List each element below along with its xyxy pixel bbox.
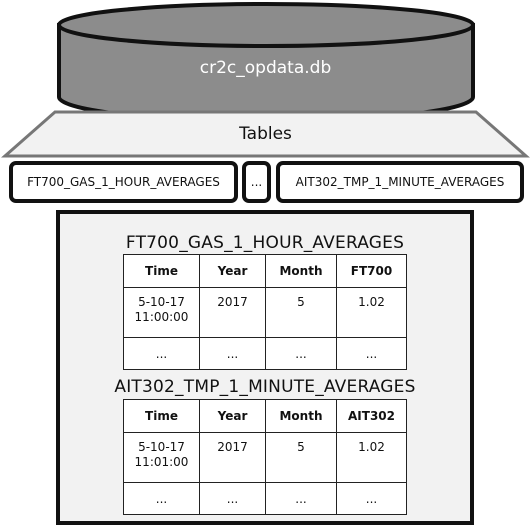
table-row: 5-10-17 11:01:00 2017 5 1.02 [123,432,407,483]
table-row: ... ... ... ... [123,337,407,370]
column-header: Time [123,254,200,288]
table-header-row: Time Year Month AIT302 [123,399,407,433]
table-cell: 1.02 [336,287,407,338]
column-header: Month [265,399,337,433]
table-box-ait302: AIT302_TMP_1_MINUTE_AVERAGES [276,161,524,203]
table-cell: 5-10-17 11:01:00 [123,432,200,483]
table-box-label: ... [250,175,263,189]
table-box-label: AIT302_TMP_1_MINUTE_AVERAGES [295,175,505,189]
data-table-ait302: Time Year Month AIT302 5-10-17 11:01:00 … [123,399,407,515]
table-box-ellipsis: ... [242,161,271,203]
table-cell: 2017 [199,287,266,338]
tables-tray [1,110,530,158]
table-cell: 5 [265,432,337,483]
table-cell: 5-10-17 11:00:00 [123,287,200,338]
column-header: FT700 [336,254,407,288]
table-row: ... ... ... ... [123,482,407,515]
table-cell: 5 [265,287,337,338]
table-title: AIT302_TMP_1_MINUTE_AVERAGES [114,377,416,397]
table-cell: 2017 [199,432,266,483]
table-box-ft700: FT700_GAS_1_HOUR_AVERAGES [9,161,238,203]
column-header: Time [123,399,200,433]
database-cylinder [57,2,475,123]
table-title: FT700_GAS_1_HOUR_AVERAGES [125,233,405,253]
table-box-label: FT700_GAS_1_HOUR_AVERAGES [27,175,220,189]
table-header-row: Time Year Month FT700 [123,254,407,288]
column-header: AIT302 [336,399,407,433]
tables-label: Tables [239,124,292,144]
column-header: Year [199,254,266,288]
table-row: 5-10-17 11:00:00 2017 5 1.02 [123,287,407,338]
column-header: Month [265,254,337,288]
table-cell: ... [336,337,407,370]
table-cell: ... [123,482,200,515]
table-cell: ... [123,337,200,370]
table-cell: ... [199,337,266,370]
table-cell: ... [336,482,407,515]
database-top [57,2,475,48]
database-name: cr2c_opdata.db [199,58,332,78]
data-table-ft700: Time Year Month FT700 5-10-17 11:00:00 2… [123,254,407,370]
table-cell: ... [199,482,266,515]
table-cell: ... [265,337,337,370]
table-cell: 1.02 [336,432,407,483]
column-header: Year [199,399,266,433]
table-cell: ... [265,482,337,515]
